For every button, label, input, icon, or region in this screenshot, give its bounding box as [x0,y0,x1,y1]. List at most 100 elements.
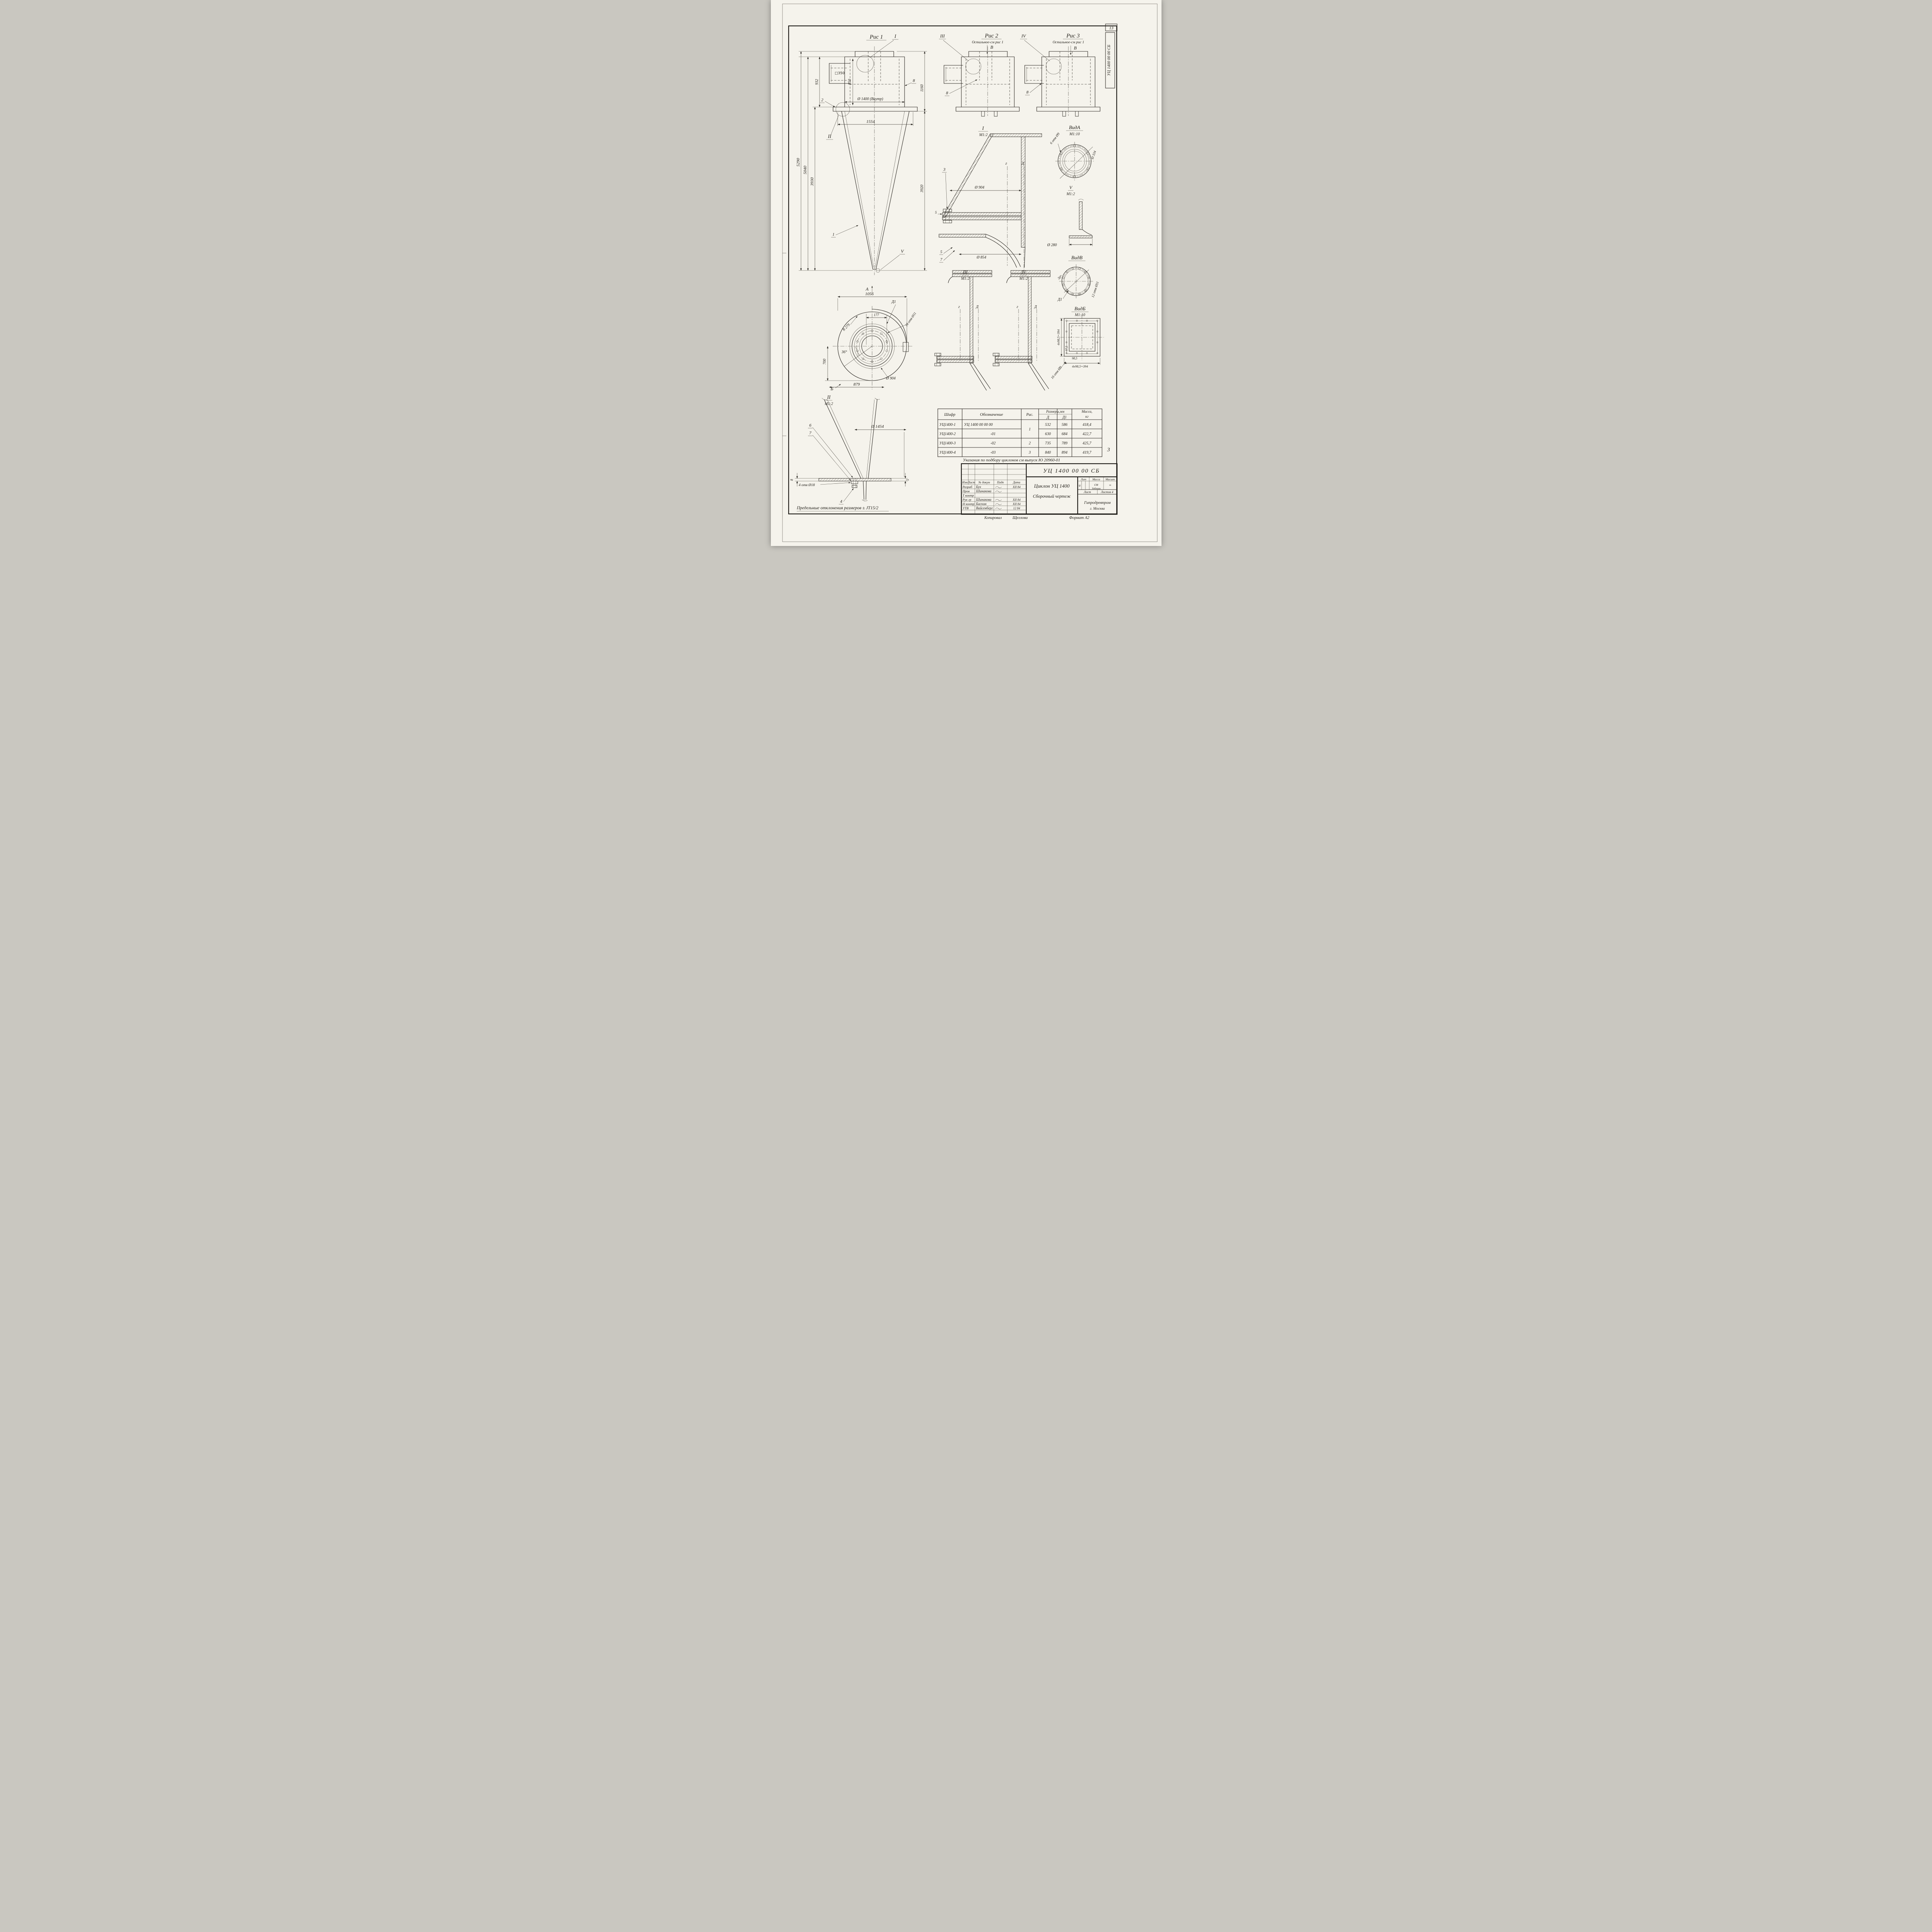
view-a-scale: М1:10 [1069,132,1080,136]
title-block: Изм Лист № докум Подп Дата Разраб Бух XI… [961,463,1117,515]
view-b-dim-bottom: 4х98,5=394 [1072,364,1088,368]
tb-role: УТВ [963,506,969,510]
table-row-designation: -01 [990,432,995,436]
view-v-holes-label: 12 отв Ø11 [1090,281,1099,298]
fig3-cut-iv-label: IV [1021,33,1026,39]
fig1-cut-i-label: I [894,33,896,39]
bottom-page-number: 3 [1107,447,1110,453]
section-i-pos3: 3 [943,167,946,172]
view-b: ВидБ М1:10 4х98,5=394 4х98,5=394 97,5 98… [1050,306,1104,380]
tb-mass-label: Масса [1092,478,1100,481]
section-iii-view: III М1:2 г Д [934,269,992,391]
fig2-title: Рис 2 [984,33,998,39]
fig1-dim-1554: 1554 [866,119,875,124]
fig3-subtitle: Остальное-см рис 1 [1053,41,1084,44]
cone-dim8: 8 [790,479,794,481]
tb-scale-label: Масшт [1105,478,1115,481]
tb-product-title: Циклон УЦ 1400 [1034,483,1070,489]
table-row-fig: 3 [1028,451,1031,455]
fig1-dim-3930: 3930 [810,177,815,187]
cone-dim1454: Ø 1454 [871,424,884,429]
table-row-d: 735 [1045,441,1051,446]
section-ii-view: II М1:2 36° 1056 А Д1 177 R 279 [823,286,917,406]
cone-detail-view: 6 7 Ø 1454 8 5 4 отв Ø18 4 [790,398,910,505]
section-i-pos5b: 5 [940,250,942,254]
table-row-d: 532 [1045,423,1051,427]
cone-holes-label: 4 отв Ø18 [799,483,815,487]
tb-lit-label: Лит [1080,478,1086,481]
copied-name: Щеглова [1012,516,1027,520]
cone-pos7: 7 [809,431,811,435]
tb-role: Разраб [962,485,973,489]
section-ii-dim879: 879 [853,382,860,387]
fig3-view-arrow-label: В [1074,45,1077,51]
tb-mass-value2: Таблица [1092,487,1100,490]
tb-scale-value: = [1109,483,1111,488]
section-i-dim854: Ø 854 [976,255,986,260]
fig1-main-view: Рис 1 I □350 II [796,33,927,275]
fig2-view: Рис 2 Остальное-см рис 1 III В 8 [939,33,1020,117]
fig1-dim-850: 850 [848,79,852,85]
cut-v-title: V [1069,185,1073,190]
fig1-dim-1160: 1160 [920,84,924,92]
section-ii-axis-d1: Д1 [891,300,896,304]
table-col-fig: Рис. [1026,413,1033,417]
drawing-canvas: 13 УЦ 1400 00 00 СБ Рис 1 I □350 [782,3,1157,542]
tb-hdr-doc: № докум [978,481,990,484]
fig2-cut-iii-label: III [940,33,945,39]
table-row-d: 630 [1045,432,1051,436]
parts-table: Шифр Обозначение Рис. Размеры,мм Д Д1 Ма… [937,408,1102,457]
tb-role: Н контр [962,502,975,506]
fig1-dim-5290: 5290 [796,158,801,167]
section-i-scale: М1:2 [979,133,988,137]
section-ii-dim700: 700 [823,359,827,365]
tb-doc-code: УЦ 1400 00 00 СБ [1043,468,1100,474]
view-b-title: ВидБ [1074,306,1085,311]
view-b-dim-975: 97,5 [1065,346,1068,351]
section-ii-angle: 36° [841,350,847,354]
table-col-code: Шифр [944,413,955,417]
fig2-view-arrow-label: В [990,44,993,50]
table-row-code: УЦ1400-4 [939,451,956,455]
tb-org-name: Гипродревпром [1083,501,1111,505]
fig3-pos8: 8 [1026,90,1029,95]
tb-date: 12 84 [1013,507,1020,510]
fig1-cut-ii-label: II [827,133,831,139]
section-iv-axis-d: Д [1034,305,1037,309]
view-a-holes-label: 6 отв Ø9 [1049,132,1060,145]
section-ii-scale: М1:2 [824,402,833,406]
fig1-cut-v-label: V [901,248,904,254]
table-row-designation: УЦ 1400 00 00 00 [964,423,993,427]
table-col-d: Д [1046,415,1049,420]
tb-mass-value: см [1094,483,1098,486]
view-b-dim-985: 98,5 [1072,357,1077,360]
fig3-view: Рис 3 Остальное-см рис 1 IV В 8 [1020,33,1100,117]
tb-role: Пров [962,489,970,493]
table-row-code: УЦ1400-2 [939,432,956,436]
table-row-mass: 422,7 [1082,432,1092,436]
section-ii-title: II [827,394,830,400]
tolerance-note-text: Предельные отклонения размеров ± JT15/2 [796,506,878,510]
table-row-d1: 894 [1061,451,1067,455]
fig1-title: Рис 1 [869,34,883,40]
view-b-holes-label: 16 отв Ø9 [1050,365,1062,380]
tb-date: XII 84 [1012,485,1020,489]
section-i-pos5: 5 [935,211,937,214]
fig1-dim-3920: 3920 [920,185,924,193]
section-ii-dim177: 177 [874,313,879,317]
table-row-d1: 586 [1061,423,1067,427]
view-a-title: ВидА [1069,124,1080,130]
section-iii-axis-d: Д [975,305,978,309]
fig1-dim-1400: Ø 1400 (Внутр) [857,97,883,101]
cone-pos4: 4 [840,499,842,504]
tb-lit-value: и [1078,483,1080,487]
section-i-title: I [981,125,984,131]
section-iv-scale: М1:2 [1019,277,1028,281]
tb-name: Баскин [976,502,987,506]
section-ii-view-b-arrow: Б [830,386,833,391]
table-row-fig: 2 [1029,441,1031,446]
fig2-subtitle: Остальное-см рис 1 [972,41,1003,44]
fig1-dim-932: 932 [815,79,819,85]
doc-code-vertical-label: УЦ 1400 00 00 СБ [1107,45,1111,76]
tb-date: XII 84 [1012,498,1020,502]
